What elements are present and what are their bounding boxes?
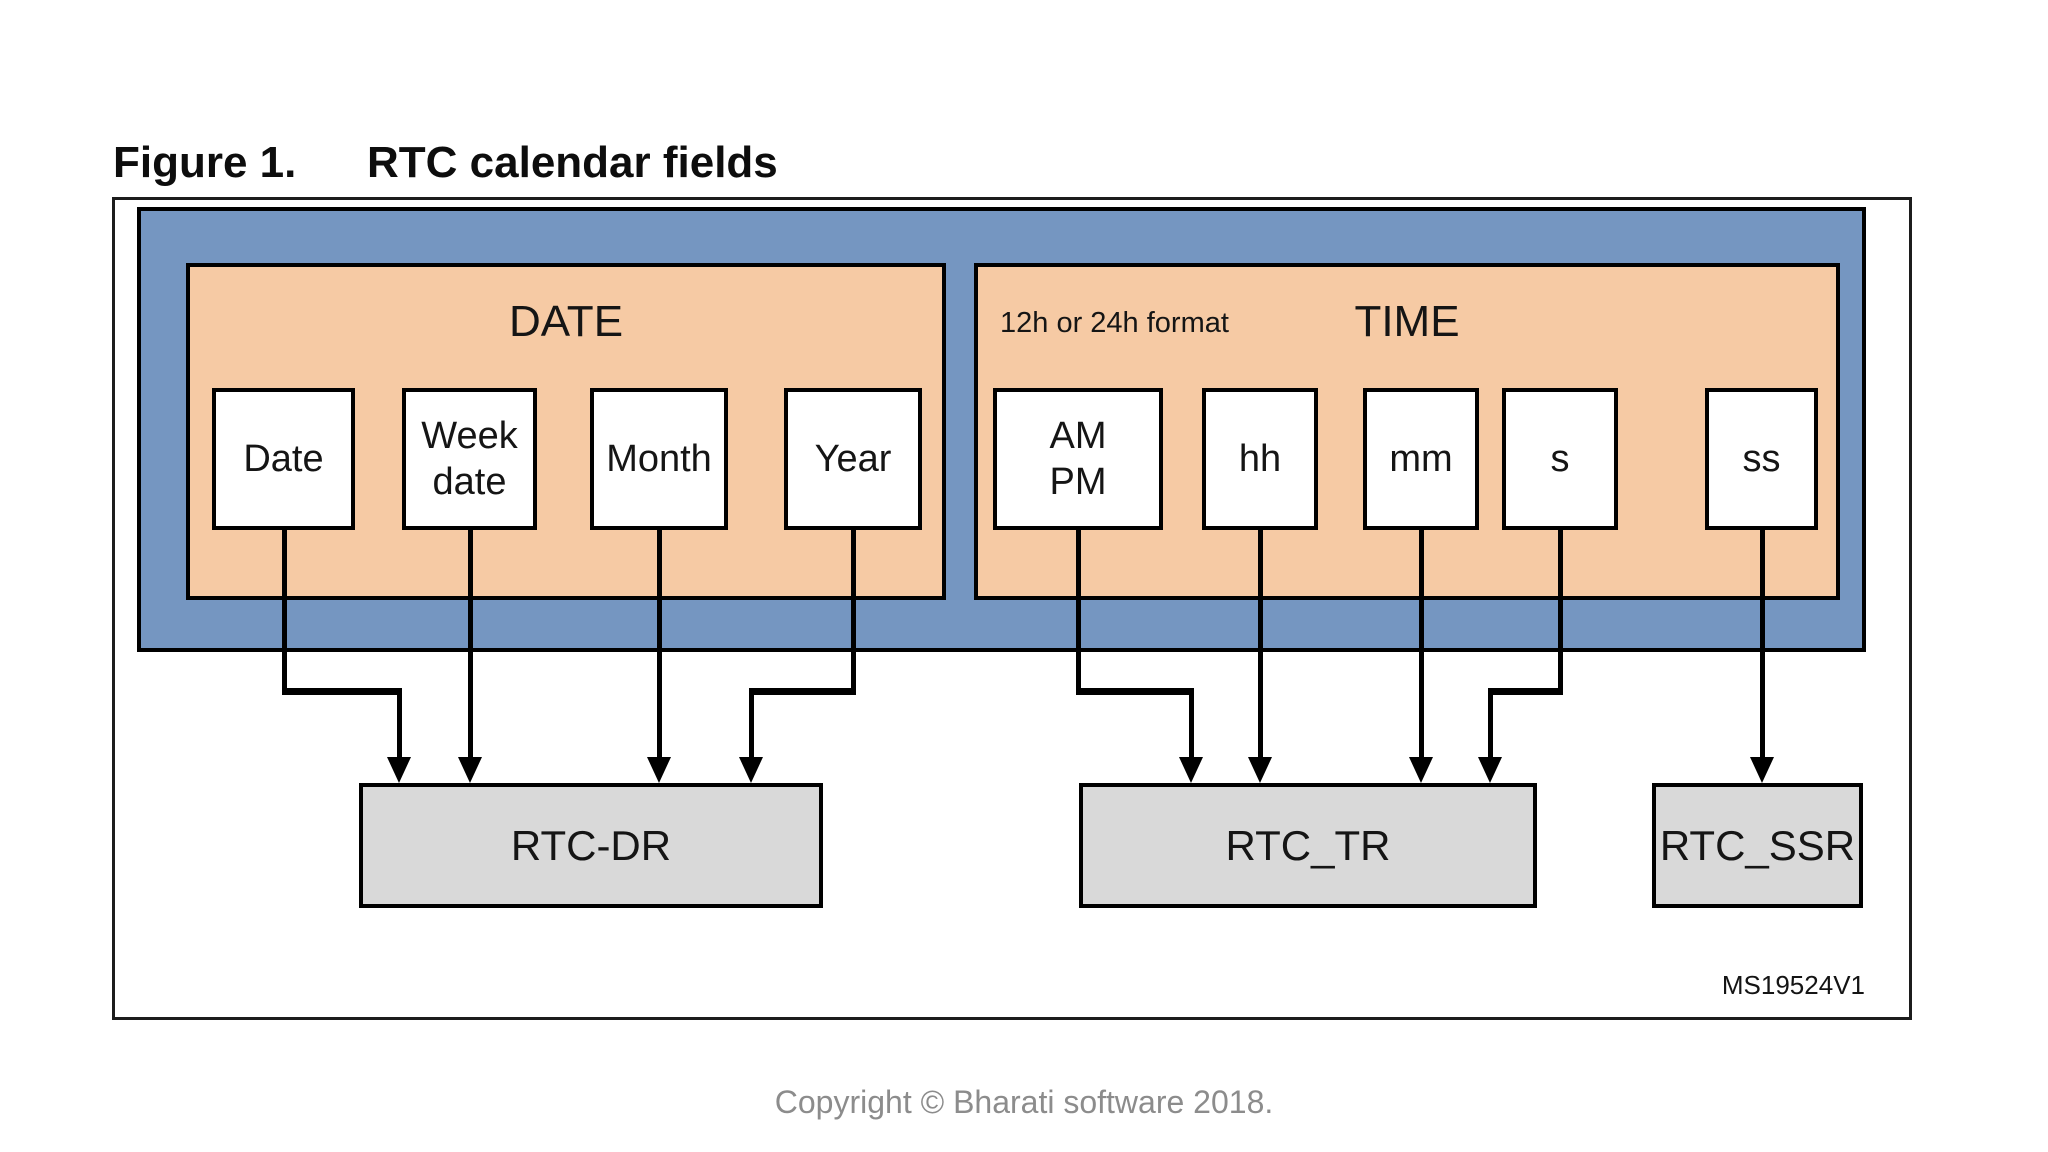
arrowhead [1750, 757, 1774, 783]
field-box-hh: hh [1202, 388, 1318, 530]
register-box-rtc-dr: RTC-DR [359, 783, 823, 908]
register-label: RTC_TR [1225, 821, 1391, 869]
field-label: Week date [421, 415, 518, 503]
date-section-label: DATE [508, 297, 624, 346]
field-label: Month [606, 438, 712, 480]
field-label: hh [1238, 438, 1282, 480]
field-label: AM PM [1049, 415, 1107, 503]
field-box-month: Month [590, 388, 728, 530]
arrowhead [1248, 757, 1272, 783]
register-box-rtc-ssr: RTC_SSR [1652, 783, 1863, 908]
field-label: s [1550, 438, 1570, 480]
time-format-note: 12h or 24h format [1000, 307, 1229, 339]
arrowhead [387, 757, 411, 783]
register-label: RTC-DR [510, 821, 672, 869]
register-label: RTC_SSR [1659, 821, 1856, 869]
figure-title: RTC calendar fields [367, 138, 778, 187]
field-box-ss: ss [1705, 388, 1818, 530]
arrowhead [1179, 757, 1203, 783]
field-box-date: Date [212, 388, 355, 530]
arrowhead [647, 757, 671, 783]
field-label: Date [243, 438, 324, 480]
field-label: Year [814, 438, 892, 480]
figure-watermark: MS19524V1 [1721, 970, 1865, 1000]
arrowhead [1409, 757, 1433, 783]
figure-label: Figure 1. [113, 138, 297, 187]
register-box-rtc-tr: RTC_TR [1079, 783, 1537, 908]
field-box-mm: mm [1363, 388, 1479, 530]
arrowhead [458, 757, 482, 783]
field-box-am-pm: AM PM [993, 388, 1163, 530]
field-label: ss [1742, 438, 1781, 480]
arrowhead [739, 757, 763, 783]
copyright-text: Copyright © Bharati software 2018. [774, 1084, 1274, 1120]
field-label: mm [1389, 438, 1453, 480]
arrowhead [1478, 757, 1502, 783]
field-box-s: s [1502, 388, 1618, 530]
field-box-week-date: Week date [402, 388, 537, 530]
time-section-label: TIME [1354, 297, 1460, 346]
field-box-year: Year [784, 388, 922, 530]
